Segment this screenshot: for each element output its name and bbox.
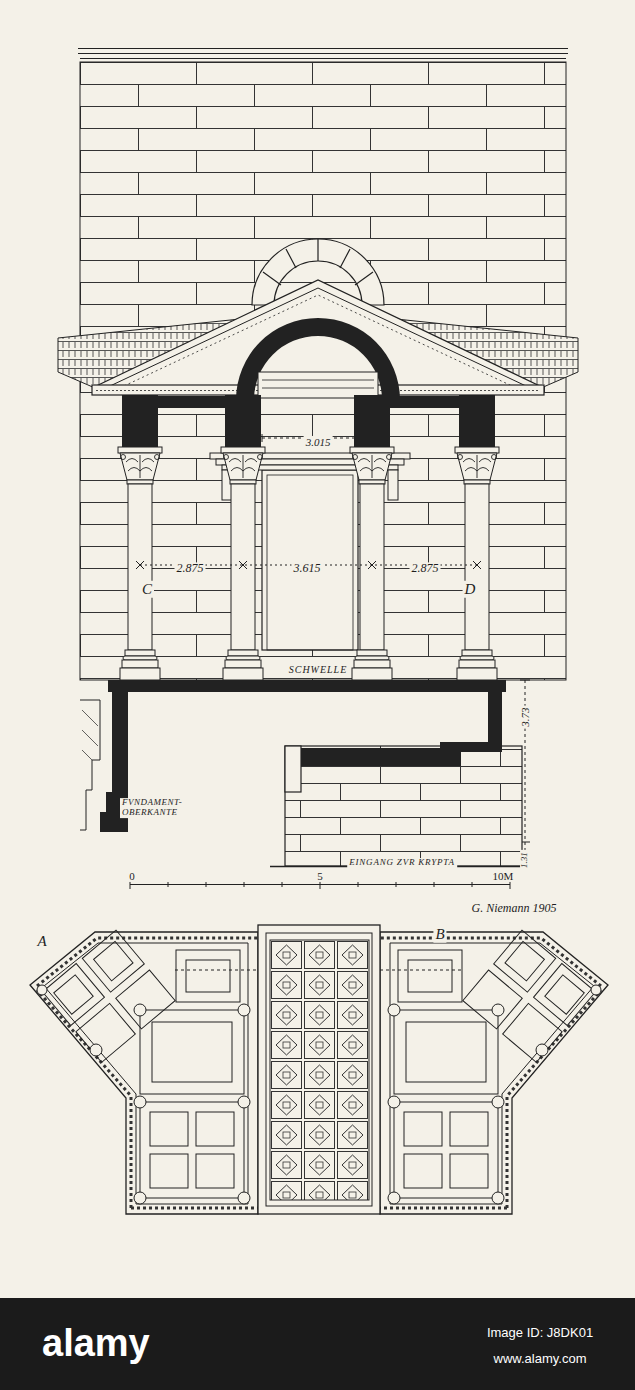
ashlar-wall xyxy=(80,62,566,680)
columns xyxy=(350,395,394,680)
podium xyxy=(440,742,502,752)
podium xyxy=(301,748,461,766)
watermark-bar xyxy=(0,1298,635,1390)
podium xyxy=(80,680,530,867)
floor-plan xyxy=(30,925,608,1214)
watermark: alamy xyxy=(40,1323,152,1365)
cornice xyxy=(78,49,568,63)
pediment xyxy=(258,372,378,398)
watermark-bar xyxy=(0,1298,635,1390)
podium xyxy=(82,710,98,760)
scale-value: 5 xyxy=(315,870,325,882)
relieving-arch xyxy=(263,239,373,285)
part-name: EINGANG ZVR KRYPTA xyxy=(347,858,457,868)
columns xyxy=(118,395,499,680)
pediment xyxy=(236,318,400,400)
part-name: SCHWELLE xyxy=(287,664,350,675)
columns xyxy=(221,395,265,680)
dimension-value: 2.875 xyxy=(175,562,206,575)
doorway xyxy=(388,470,398,500)
column-letter: C xyxy=(140,581,154,598)
point-letter: A xyxy=(35,933,48,950)
pediment xyxy=(92,280,544,408)
columns xyxy=(118,395,162,680)
column-letter: D xyxy=(463,581,478,598)
scale-value: 0 xyxy=(127,870,137,882)
point-letter: B xyxy=(433,926,446,943)
cornice xyxy=(78,49,568,63)
pediment xyxy=(262,380,374,388)
podium xyxy=(285,746,522,866)
podium xyxy=(488,692,502,746)
doorway xyxy=(267,475,353,650)
columns xyxy=(455,395,499,680)
doorway xyxy=(262,470,358,650)
part-name: FVNDAMENT- OBERKANTE xyxy=(120,798,202,818)
dimension-value: 1.31 xyxy=(520,850,530,870)
podium xyxy=(285,746,301,792)
pediment xyxy=(110,288,526,386)
podium xyxy=(80,700,100,830)
ashlar-wall xyxy=(80,62,566,680)
scale-value: 10M xyxy=(491,870,516,882)
floor-plan xyxy=(30,930,258,1214)
dimension-value: 3.015 xyxy=(304,436,333,448)
dimension-value: 3.73 xyxy=(519,705,531,728)
floor-plan xyxy=(258,925,380,1214)
floor-plan xyxy=(266,933,372,1206)
floor-plan xyxy=(270,940,369,1200)
podium xyxy=(108,680,506,692)
watermark: Image ID: J8DK01 xyxy=(485,1326,595,1340)
floor-plan xyxy=(380,930,608,1214)
dimension-value: 3.615 xyxy=(292,562,323,575)
watermark: www.alamy.com xyxy=(492,1352,589,1366)
floor-plan xyxy=(175,970,463,971)
signature: G. Niemann 1905 xyxy=(470,902,559,915)
dimension-value: 2.875 xyxy=(410,562,441,575)
